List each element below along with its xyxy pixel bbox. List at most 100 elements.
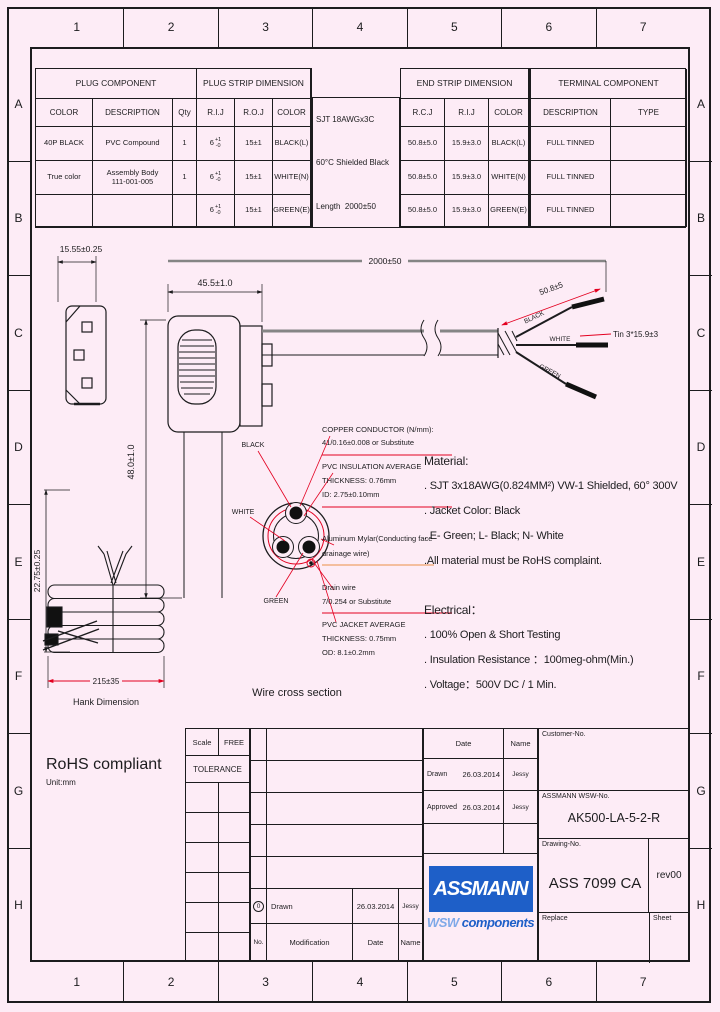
plug-component-title: PLUG COMPONENT bbox=[36, 69, 197, 99]
material-line: .All material must be RoHS complaint. bbox=[424, 555, 602, 567]
rohs-note: RoHS compliant Unit:mm bbox=[46, 756, 162, 787]
material-line: . E- Green; L- Black; N- White bbox=[424, 530, 564, 542]
cable-length: Length 2000±50 bbox=[316, 202, 397, 211]
table-cell: 6+1-0 bbox=[197, 161, 235, 195]
table-cell: GREEN(E) bbox=[489, 195, 529, 227]
col-header: DESCRIPTION bbox=[93, 99, 173, 127]
approved-date: 26.03.2014 bbox=[462, 802, 500, 812]
replace-label: Replace bbox=[542, 915, 568, 922]
col-header: R.O.J bbox=[235, 99, 273, 127]
sheet-outer-border bbox=[7, 7, 711, 1003]
tolerance-cell bbox=[219, 873, 249, 903]
rev-number: 0 bbox=[253, 900, 264, 912]
table-cell: FULL TINNED bbox=[531, 195, 611, 227]
tolerance-upper: +1 bbox=[214, 204, 222, 210]
tolerance-cell bbox=[219, 813, 249, 843]
tolerance-table: Scale FREE TOLERANCE bbox=[185, 728, 250, 962]
rev-empty bbox=[267, 857, 422, 889]
table-cell bbox=[611, 127, 687, 161]
rev-empty bbox=[251, 729, 267, 761]
cable-type: SJT 18AWGx3C bbox=[316, 115, 375, 124]
column-label: 4 bbox=[312, 962, 406, 1002]
column-label: 2 bbox=[123, 962, 217, 1002]
table-cell: 50.8±5.0 bbox=[401, 195, 445, 227]
plug-strip-title: PLUG STRIP DIMENSION bbox=[197, 69, 311, 99]
column-ruler-bottom: 1 2 3 4 5 6 7 bbox=[30, 962, 690, 1002]
rev-header-mod: Modification bbox=[267, 924, 353, 961]
column-label: 2 bbox=[123, 7, 217, 47]
length-label: Length bbox=[316, 202, 341, 211]
table-cell: 15.9±3.0 bbox=[445, 127, 489, 161]
rev-header-no: No. bbox=[251, 924, 267, 961]
table-cell: FULL TINNED bbox=[531, 161, 611, 195]
col-header: TYPE bbox=[611, 99, 687, 127]
approved-label: Approved bbox=[427, 803, 457, 811]
approved-row: Approved 26.03.2014 bbox=[424, 791, 504, 824]
rev-modification: Drawn bbox=[267, 889, 353, 924]
tolerance-base: 6 bbox=[209, 172, 214, 182]
table-cell bbox=[611, 195, 687, 227]
rev-header-name: Name bbox=[400, 938, 421, 947]
rev-name: Jessy bbox=[399, 889, 422, 924]
tolerance-cell bbox=[186, 873, 219, 903]
rev-empty bbox=[267, 729, 422, 761]
rev-empty bbox=[267, 825, 422, 857]
column-label: 4 bbox=[312, 7, 406, 47]
col-header: R.C.J bbox=[401, 99, 445, 127]
scale-value: FREE bbox=[219, 729, 249, 756]
assmann-logo: ASSMANN bbox=[428, 866, 533, 912]
table-cell: 40P BLACK bbox=[36, 127, 93, 161]
sig-empty bbox=[504, 824, 537, 854]
tolerance-cell bbox=[219, 903, 249, 933]
row-label: G bbox=[7, 733, 30, 848]
tolerance-lower: -0 bbox=[215, 209, 221, 216]
column-label: 6 bbox=[501, 7, 595, 47]
tolerance-cell bbox=[186, 783, 219, 813]
table-cell: 15±1 bbox=[235, 127, 273, 161]
table-cell: 50.8±5.0 bbox=[401, 127, 445, 161]
table-cell: WHITE(N) bbox=[273, 161, 311, 195]
col-header: DESCRIPTION bbox=[531, 99, 611, 127]
row-label: B bbox=[690, 160, 712, 276]
sheet-cell: Sheet bbox=[649, 913, 689, 963]
table-cell: 6+1-0 bbox=[197, 195, 235, 227]
tolerance-lower: -0 bbox=[215, 142, 221, 149]
drawn-label: Drawn bbox=[427, 771, 448, 778]
row-ruler-left: A B C D E F G H bbox=[7, 47, 30, 962]
table-cell: 15±1 bbox=[235, 161, 273, 195]
table-cell: BLACK(L) bbox=[489, 127, 529, 161]
tolerance-label: TOLERANCE bbox=[186, 756, 249, 783]
col-header: R.I.J bbox=[445, 99, 489, 127]
end-strip-table: END STRIP DIMENSION R.C.J R.I.J COLOR 50… bbox=[400, 68, 530, 228]
rev-no: 0 bbox=[251, 889, 267, 924]
column-label: 3 bbox=[217, 962, 312, 1002]
column-label: 6 bbox=[501, 962, 595, 1002]
logo-wsw: WSW bbox=[426, 915, 459, 930]
drawn-name: Jessy bbox=[504, 759, 537, 791]
row-label: C bbox=[7, 275, 30, 390]
material-title: Material: bbox=[424, 454, 469, 468]
table-cell: BLACK(L) bbox=[273, 127, 311, 161]
row-label: F bbox=[690, 618, 712, 734]
tolerance-cell bbox=[186, 813, 219, 843]
table-cell: Assembly Body 111-001-005 bbox=[93, 161, 173, 195]
column-label: 7 bbox=[595, 962, 690, 1002]
row-label: A bbox=[696, 96, 705, 111]
length-value: 2000±50 bbox=[344, 202, 377, 211]
part-info-area: Customer-No. ASSMANN WSW-No. AK500-LA-5-… bbox=[538, 728, 690, 963]
table-cell bbox=[173, 195, 197, 227]
table-cell: 1 bbox=[173, 127, 197, 161]
column-label: 5 bbox=[406, 962, 501, 1002]
table-cell: GREEN(E) bbox=[273, 195, 311, 227]
cable-rating: 60°C Shielded Black bbox=[316, 158, 390, 167]
col-header: COLOR bbox=[489, 99, 529, 127]
row-label: D bbox=[7, 389, 30, 505]
sig-empty bbox=[424, 824, 504, 854]
tolerance-cell bbox=[219, 933, 249, 961]
row-label: H bbox=[7, 847, 30, 963]
column-label: 3 bbox=[217, 7, 312, 47]
table-cell bbox=[611, 161, 687, 195]
column-label: 1 bbox=[73, 20, 81, 34]
table-cell: 1 bbox=[173, 161, 197, 195]
tolerance-base: 6 bbox=[209, 138, 214, 148]
